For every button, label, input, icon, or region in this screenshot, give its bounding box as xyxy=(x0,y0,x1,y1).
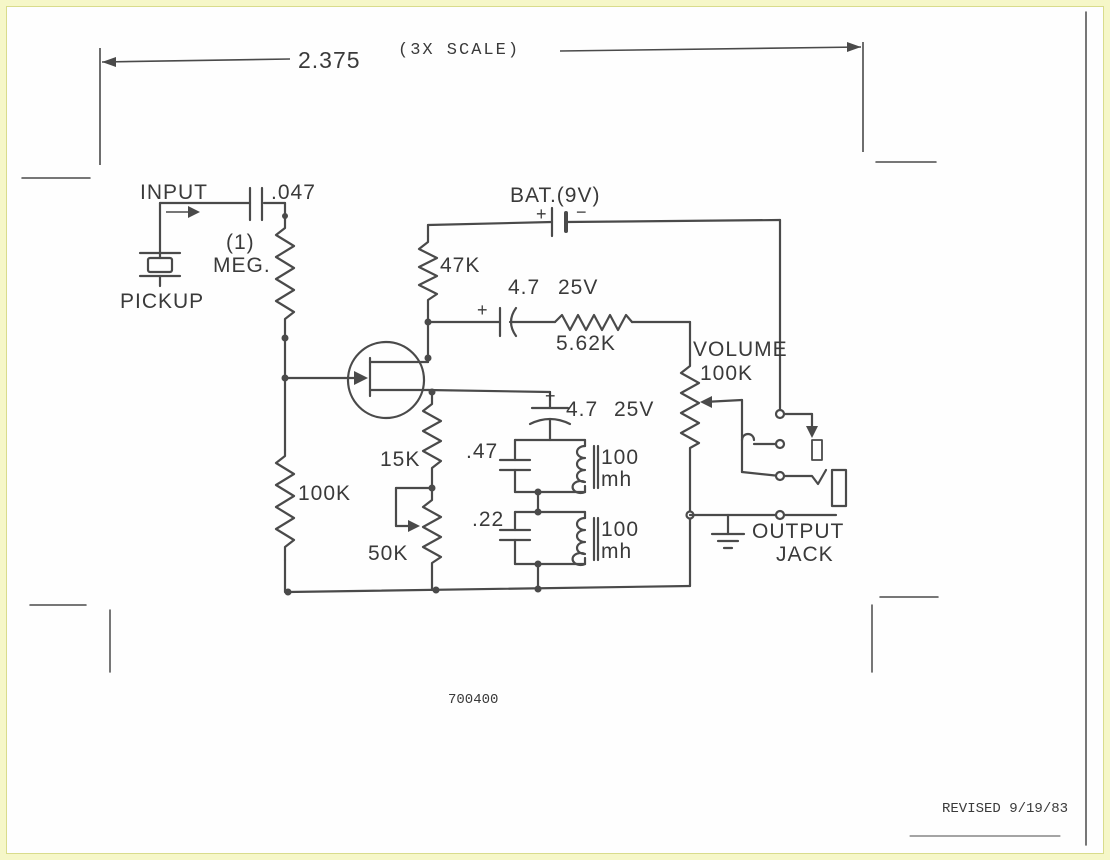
junction-dot xyxy=(428,484,436,492)
cap-top-plus: + xyxy=(477,300,489,320)
volume-value: 100K xyxy=(700,362,753,385)
c47-label: .47 xyxy=(466,440,498,463)
jack-label: JACK xyxy=(776,543,834,566)
input-cap-label: .047 xyxy=(271,181,316,204)
cap-mid-plus: + xyxy=(545,386,557,406)
junction-dot xyxy=(534,560,542,568)
ground-rail xyxy=(286,513,692,594)
battery-wiring xyxy=(426,218,782,416)
output-label: OUTPUT xyxy=(752,520,844,543)
revision-note: REVISED 9/19/83 xyxy=(942,801,1068,817)
part-number: 700400 xyxy=(448,692,498,708)
junction-dot xyxy=(424,354,432,362)
dimension-line xyxy=(99,42,864,165)
cap-mid-value: 4.7 xyxy=(566,398,598,421)
dimension-note: (3X SCALE) xyxy=(398,41,520,60)
junction-dot xyxy=(281,334,289,342)
lc-tank-2-icon xyxy=(498,510,600,592)
l1-unit: mh xyxy=(601,468,632,491)
battery-icon xyxy=(550,206,568,238)
pickup-label: PICKUP xyxy=(120,290,204,313)
c22-label: .22 xyxy=(472,508,504,531)
output-jack-icon xyxy=(688,412,848,550)
r562k-label: 5.62K xyxy=(556,332,616,355)
input-res-label-top: (1) xyxy=(226,231,255,254)
l1-value: 100 xyxy=(601,446,639,469)
junction-dot xyxy=(284,588,292,596)
dimension-value: 2.375 xyxy=(298,47,361,73)
battery-label: BAT.(9V) xyxy=(510,184,600,207)
jack-terminal xyxy=(774,408,786,420)
lc-tank-1-icon xyxy=(498,438,600,514)
resistor-47k-icon xyxy=(417,223,439,364)
jack-terminal xyxy=(774,438,786,450)
battery-minus: − xyxy=(576,202,588,222)
junction-dot xyxy=(534,585,542,593)
junction-dot xyxy=(281,374,289,382)
junction-dot xyxy=(534,488,542,496)
output-coupling-wiring xyxy=(426,306,692,362)
l2-value: 100 xyxy=(601,518,639,541)
pot50k-wiper-arrow xyxy=(408,520,420,532)
r15k-label: 15K xyxy=(380,448,420,471)
input-wiring xyxy=(158,201,347,452)
resistor-100k-icon xyxy=(274,448,296,594)
wiper-arrow xyxy=(700,396,712,408)
junction-dot xyxy=(534,508,542,516)
cap-mid-voltage: 25V xyxy=(614,398,654,421)
input-res-label-bottom: MEG. xyxy=(213,254,271,277)
pickup-icon xyxy=(138,251,182,278)
jack-terminal xyxy=(774,509,786,521)
input-capacitor-icon xyxy=(248,186,264,222)
battery-plus: + xyxy=(536,204,548,224)
crop-marks xyxy=(21,11,1087,846)
pot50k-label: 50K xyxy=(368,542,408,565)
jack-terminal xyxy=(774,470,786,482)
volume-label: VOLUME xyxy=(693,338,788,361)
cap-mid-icon xyxy=(528,390,572,442)
cap-top-voltage: 25V xyxy=(558,276,598,299)
cap-top-value: 4.7 xyxy=(508,276,540,299)
signal-arrow xyxy=(166,206,200,218)
junction-dot xyxy=(282,213,288,219)
r47k-label: 47K xyxy=(440,254,480,277)
r100k-label: 100K xyxy=(298,482,351,505)
l2-unit: mh xyxy=(601,540,632,563)
schematic-sheet xyxy=(6,6,1104,854)
input-label: INPUT xyxy=(140,181,208,204)
source-wiring xyxy=(394,388,552,592)
fet-transistor-icon xyxy=(343,340,430,420)
junction-dot xyxy=(432,586,440,594)
junction-dot xyxy=(428,388,436,396)
